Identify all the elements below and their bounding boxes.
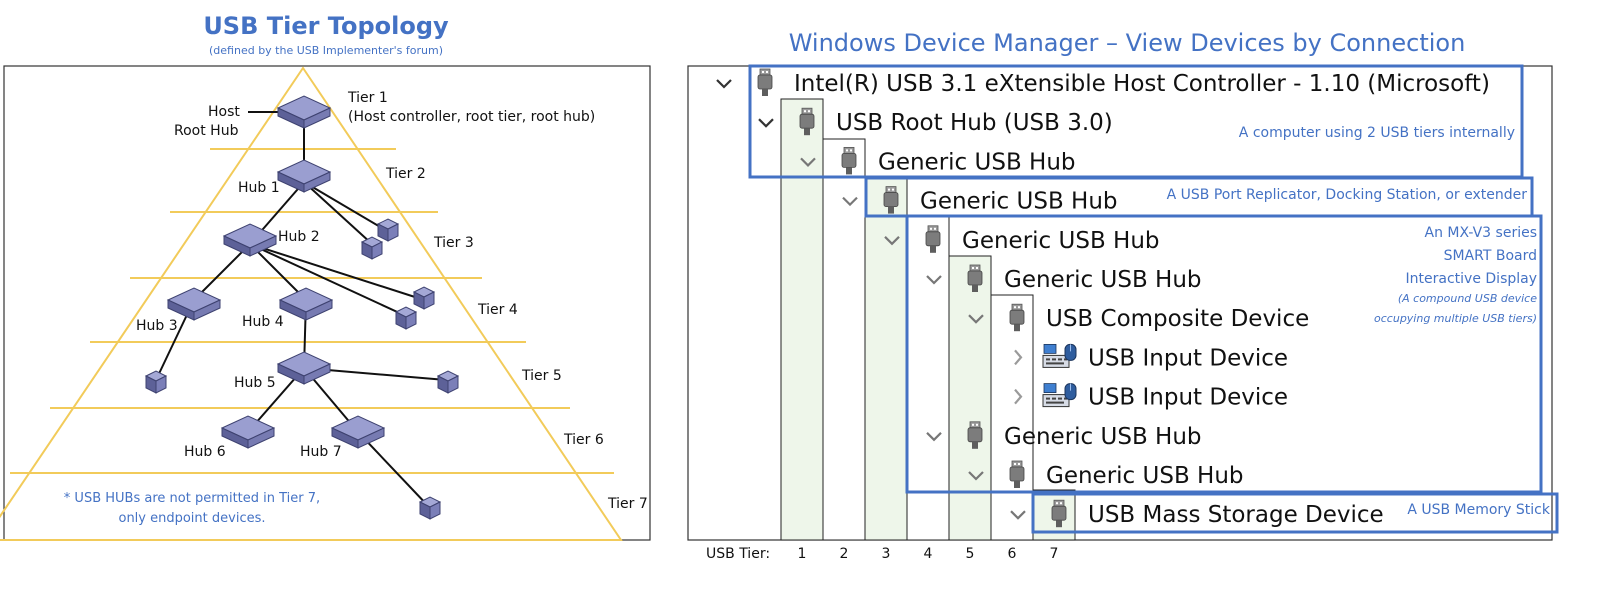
chevron-down-icon[interactable] — [800, 157, 816, 167]
endpoint-device — [145, 370, 167, 394]
device-label: USB Root Hub (USB 3.0) — [836, 110, 1113, 136]
hub-4-label: Hub 4 — [242, 314, 284, 330]
tier-axis-number: 7 — [1050, 546, 1059, 562]
tier-axis-number: 3 — [882, 546, 891, 562]
device-label: Generic USB Hub — [920, 189, 1118, 215]
device-tree: Intel(R) USB 3.1 eXtensible Host Control… — [716, 68, 1490, 528]
host-label: Host — [208, 104, 240, 120]
footnote-line-1: * USB HUBs are not permitted in Tier 7, — [64, 491, 320, 506]
device-label: USB Input Device — [1088, 345, 1288, 371]
tier-axis-number: 4 — [924, 546, 933, 562]
endpoint-device — [377, 218, 399, 242]
board-annotation-line-5: occupying multiple USB tiers) — [1374, 312, 1537, 325]
tier-2-label: Tier 2 — [385, 166, 426, 182]
device-row[interactable]: USB Input Device — [1014, 383, 1288, 411]
hub-3-label: Hub 3 — [136, 318, 178, 334]
device-row[interactable]: USB Mass Storage Device — [1010, 499, 1384, 528]
tier-1-note: (Host controller, root tier, root hub) — [348, 109, 595, 125]
device-row[interactable]: Generic USB Hub — [800, 146, 1076, 175]
usb-tier-topology-panel: USB Tier Topology (defined by the USB Im… — [0, 0, 670, 586]
device-manager-diagram: Windows Device Manager – View Devices by… — [687, 29, 1559, 562]
chevron-down-icon[interactable] — [926, 432, 942, 442]
memory-stick-box — [1031, 492, 1559, 534]
tier-3-label: Tier 3 — [433, 235, 474, 251]
device-manager-panel: Windows Device Manager – View Devices by… — [670, 0, 1600, 586]
hub-7-label: Hub 7 — [300, 444, 342, 460]
device-row[interactable]: Intel(R) USB 3.1 eXtensible Host Control… — [716, 68, 1490, 97]
replicator-annotation: A USB Port Replicator, Docking Station, … — [1167, 187, 1528, 203]
chevron-down-icon[interactable] — [968, 314, 984, 324]
chevron-down-icon[interactable] — [842, 196, 858, 207]
footnote-line-2: only endpoint devices. — [118, 511, 265, 526]
hub-6-label: Hub 6 — [184, 444, 226, 460]
chevron-down-icon[interactable] — [968, 471, 984, 481]
tier-divider-lines — [10, 148, 614, 474]
chevron-right-icon[interactable] — [1014, 349, 1023, 366]
tier-6-label: Tier 6 — [563, 432, 604, 448]
chevron-down-icon[interactable] — [758, 118, 774, 128]
board-annotation-line-3: Interactive Display — [1406, 271, 1537, 287]
device-row[interactable]: Generic USB Hub — [884, 225, 1160, 254]
tier-axis-number: 6 — [1008, 546, 1017, 562]
endpoint-device — [361, 236, 383, 260]
tier-axis-number: 1 — [798, 546, 807, 562]
tier-axis-numbers: 1 2 3 4 5 6 7 — [798, 546, 1059, 562]
device-label: USB Mass Storage Device — [1088, 502, 1384, 528]
device-label: USB Composite Device — [1046, 306, 1309, 332]
device-row[interactable]: Generic USB Hub — [842, 186, 1118, 215]
annotation-boxes — [748, 64, 1559, 534]
board-annotation-line-4: (A compound USB device — [1398, 292, 1537, 305]
tier-axis-number: 5 — [966, 546, 975, 562]
device-row[interactable]: USB Input Device — [1014, 343, 1288, 371]
device-label: Generic USB Hub — [1004, 267, 1202, 293]
right-title: Windows Device Manager – View Devices by… — [789, 29, 1466, 57]
device-row[interactable]: USB Composite Device — [968, 303, 1309, 332]
tier-4-label: Tier 4 — [477, 302, 518, 318]
device-row[interactable]: Generic USB Hub — [968, 460, 1244, 489]
device-label: Generic USB Hub — [878, 149, 1076, 175]
tier-1-label: Tier 1 — [347, 90, 388, 106]
root-hub-label: Root Hub — [174, 123, 239, 139]
smart-board-box — [905, 214, 1543, 494]
tier-columns — [780, 98, 1076, 541]
device-label: Intel(R) USB 3.1 eXtensible Host Control… — [794, 71, 1490, 97]
pyramid-outline — [0, 66, 623, 541]
left-subtitle: (defined by the USB Implementer's forum) — [209, 44, 443, 57]
computer-annotation: A computer using 2 USB tiers internally — [1239, 125, 1515, 141]
tier-axis-label: USB Tier: — [706, 546, 770, 562]
endpoint-device — [437, 370, 459, 394]
device-label: Generic USB Hub — [1004, 424, 1202, 450]
tier-5-label: Tier 5 — [521, 368, 562, 384]
chevron-down-icon[interactable] — [1010, 510, 1026, 520]
endpoint-device — [419, 496, 441, 520]
hub-2-label: Hub 2 — [278, 229, 320, 245]
chevron-down-icon[interactable] — [884, 236, 900, 246]
left-title: USB Tier Topology — [203, 12, 449, 40]
hub-5-label: Hub 5 — [234, 375, 276, 391]
hub-1-label: Hub 1 — [238, 180, 280, 196]
tier-axis-number: 2 — [840, 546, 849, 562]
chevron-down-icon[interactable] — [716, 79, 732, 89]
endpoint-device — [413, 286, 435, 310]
board-annotation-line-2: SMART Board — [1444, 248, 1537, 264]
device-label: USB Input Device — [1088, 385, 1288, 411]
tier-pyramid-diagram: USB Tier Topology (defined by the USB Im… — [0, 12, 651, 541]
chevron-down-icon[interactable] — [926, 275, 942, 285]
memory-annotation: A USB Memory Stick — [1407, 502, 1551, 518]
board-annotation-line-1: An MX-V3 series — [1425, 225, 1538, 241]
device-label: Generic USB Hub — [1046, 463, 1244, 489]
device-label: Generic USB Hub — [962, 228, 1160, 254]
endpoint-device — [395, 306, 417, 330]
device-row[interactable]: Generic USB Hub — [926, 264, 1202, 293]
device-row[interactable]: USB Root Hub (USB 3.0) — [758, 107, 1113, 136]
chevron-right-icon[interactable] — [1014, 388, 1023, 405]
device-row[interactable]: Generic USB Hub — [926, 421, 1202, 450]
tier-7-label: Tier 7 — [607, 496, 648, 512]
